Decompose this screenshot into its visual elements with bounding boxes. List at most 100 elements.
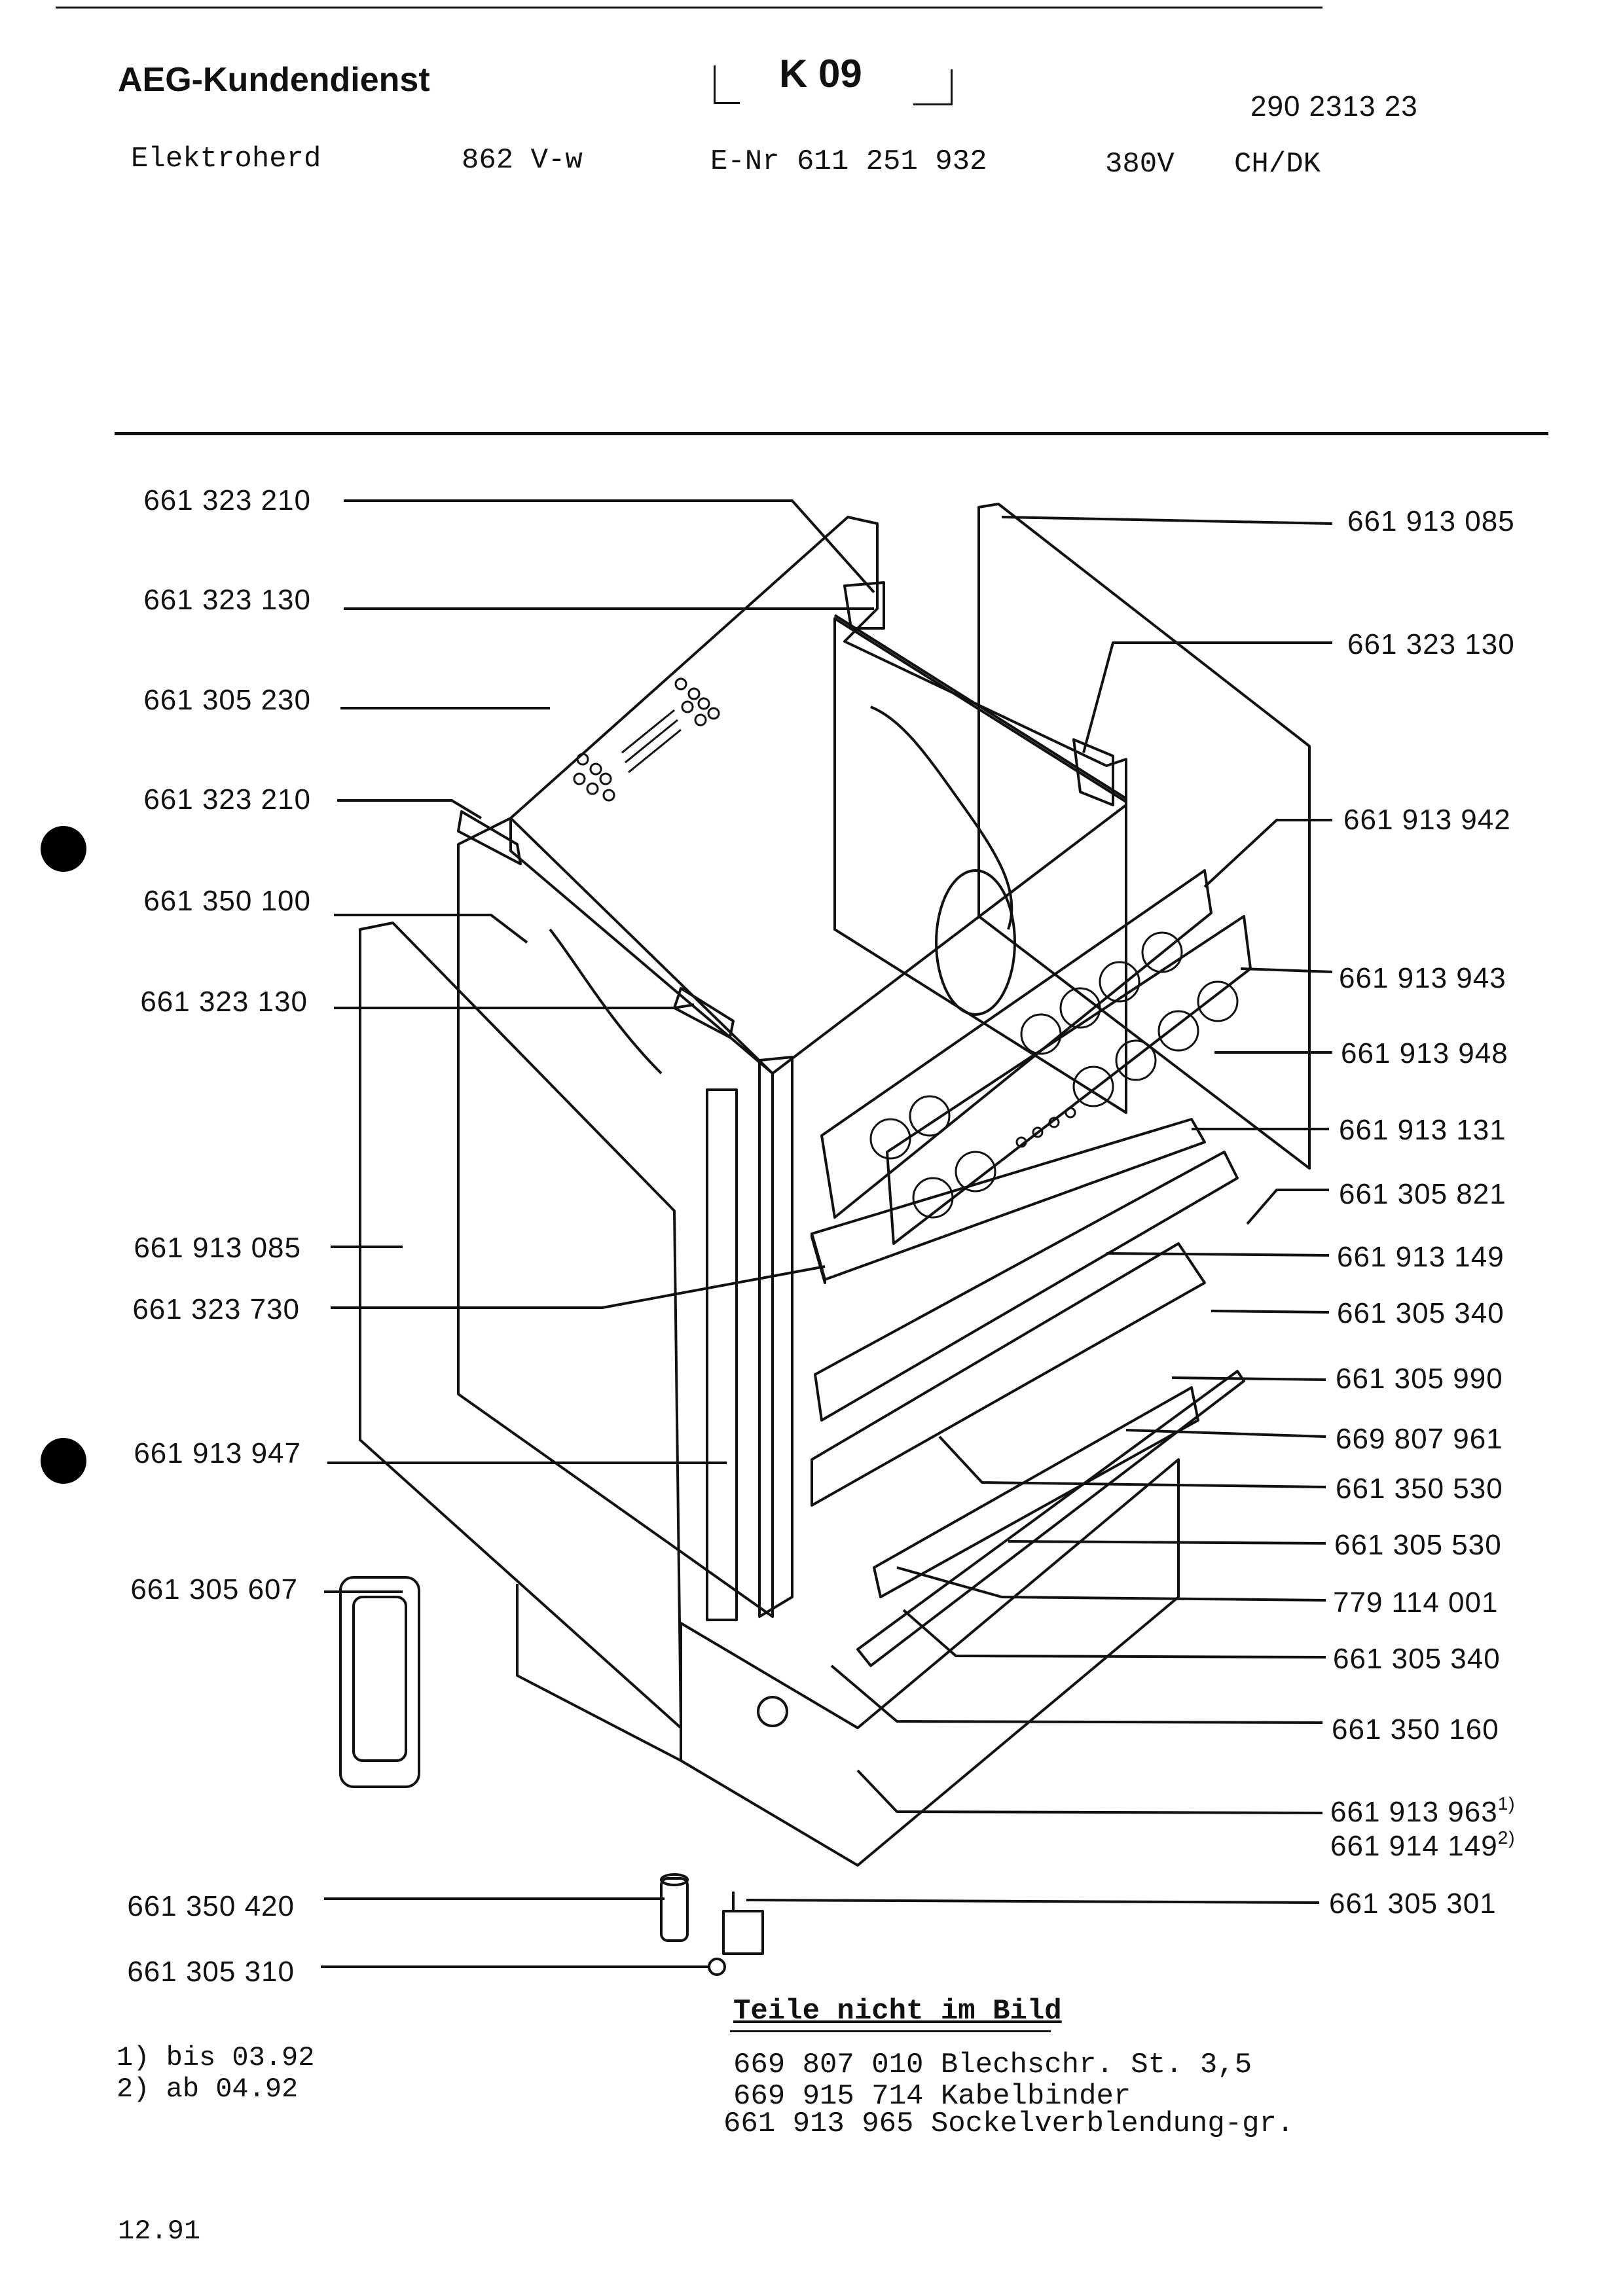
- hinge-left-1: [457, 810, 522, 865]
- left-label-2: 661 323 130: [143, 584, 311, 616]
- right-label-10: 661 305 990: [1336, 1363, 1503, 1395]
- right-label-8: 661 913 149: [1337, 1241, 1504, 1273]
- header-divider: [115, 432, 1548, 435]
- control-panel-back-knobs: [869, 931, 1183, 1160]
- left-label-3: 661 305 230: [143, 684, 311, 716]
- inner-back-wall: [833, 617, 1127, 1114]
- vent-grille-outer: [339, 1576, 420, 1788]
- footnote-1: 1) bis 03.92: [117, 2042, 315, 2073]
- left-label-8: 661 323 730: [132, 1293, 300, 1325]
- hinge-top-2: [1072, 738, 1114, 806]
- right-label-9: 661 305 340: [1337, 1297, 1504, 1329]
- left-label-9: 661 913 947: [134, 1437, 301, 1469]
- leader-left-6: [334, 1003, 695, 1009]
- right-label-1: 661 913 085: [1347, 505, 1515, 537]
- bracket-right: [951, 69, 953, 105]
- right-label-19: 661 305 301: [1329, 1888, 1497, 1920]
- leader-left-4: [337, 799, 483, 819]
- leader-right-1: [1001, 516, 1333, 525]
- leader-left-8: [331, 1265, 826, 1309]
- control-panel-front: [886, 915, 1252, 1245]
- leader-right-16: [830, 1664, 1323, 1724]
- leader-right-11: [1125, 1429, 1326, 1438]
- footnote-mark-2: 2): [1497, 1827, 1516, 1848]
- foot-sleeve: [660, 1877, 689, 1942]
- product-type: Elektroherd: [131, 143, 321, 175]
- footnote-mark-1: 1): [1497, 1793, 1516, 1814]
- leader-left-5: [334, 914, 528, 944]
- vent-grille-inner: [352, 1596, 407, 1762]
- bottom-plate: [873, 1386, 1199, 1598]
- right-label-14: 779 114 001: [1333, 1587, 1499, 1619]
- leader-right-19: [746, 1899, 1320, 1904]
- leader-right-2: [1082, 641, 1332, 753]
- top-back-panel: [509, 516, 1127, 1075]
- leader-right-4: [1240, 967, 1333, 973]
- vent-holes: [573, 677, 720, 802]
- brand-title: AEG-Kundendienst: [118, 61, 430, 99]
- side-cover-panel: [359, 922, 682, 1729]
- right-label-13: 661 305 530: [1334, 1529, 1502, 1561]
- bracket-right-base: [913, 103, 953, 105]
- left-panel-rib: [549, 928, 663, 1075]
- right-label-18-number: 661 914 149: [1330, 1830, 1498, 1862]
- punch-hole-bottom: [41, 1438, 86, 1484]
- control-panel-back: [820, 869, 1213, 1219]
- right-label-16: 661 350 160: [1332, 1713, 1499, 1746]
- left-label-11: 661 350 420: [127, 1890, 295, 1922]
- voltage: 380V: [1105, 148, 1175, 181]
- leader-right-12: [938, 1435, 1326, 1488]
- right-label-7: 661 305 821: [1339, 1178, 1506, 1210]
- right-label-17: 661 913 9631): [1330, 1793, 1516, 1829]
- inner-rail-1: [870, 706, 1013, 930]
- leader-right-3: [1203, 819, 1332, 888]
- enr-number: E-Nr 611 251 932: [710, 145, 987, 178]
- base-plinth-side: [516, 1584, 682, 1762]
- left-label-12: 661 305 310: [127, 1956, 295, 1988]
- left-label-10: 661 305 607: [130, 1573, 298, 1605]
- right-label-17-number: 661 913 963: [1330, 1796, 1498, 1828]
- model: 862 V-w: [462, 144, 583, 177]
- not-shown-item-2: 669 915 714 Kabelbinder: [733, 2080, 1131, 2113]
- leader-left-1: [344, 499, 875, 594]
- drawer-rail-upper: [814, 1151, 1239, 1422]
- front-column: [758, 1056, 793, 1618]
- doc-number: 290 2313 23: [1250, 90, 1418, 122]
- footnote-2: 2) ab 04.92: [117, 2073, 299, 2105]
- right-label-11: 669 807 961: [1336, 1423, 1503, 1455]
- right-label-6: 661 913 131: [1339, 1114, 1506, 1146]
- not-shown-underline: [730, 2030, 1051, 2032]
- foot-washer: [708, 1958, 726, 1976]
- hinge-left-2: [673, 987, 735, 1039]
- inner-fan-opening: [935, 869, 1016, 1016]
- left-label-1: 661 323 210: [143, 484, 311, 516]
- leader-right-10: [1171, 1376, 1326, 1381]
- foot-leveller: [722, 1910, 764, 1955]
- front-trim-bar-end: [811, 1232, 826, 1284]
- drawer-rail-lower: [811, 1242, 1206, 1507]
- leader-right-8: [1106, 1252, 1330, 1257]
- right-label-2: 661 323 130: [1347, 628, 1515, 660]
- base-plinth: [680, 1458, 1180, 1867]
- bracket-left-base: [714, 102, 740, 104]
- right-label-4: 661 913 943: [1339, 962, 1506, 994]
- top-panel-edge: [833, 614, 1127, 800]
- right-label-15: 661 305 340: [1333, 1643, 1501, 1675]
- hinge-top-1: [843, 581, 885, 630]
- sheet-date: 12.91: [118, 2215, 201, 2247]
- left-label-6: 661 323 130: [140, 986, 308, 1018]
- sheet-code: K 09: [779, 52, 862, 96]
- front-column-strip: [706, 1088, 738, 1621]
- back-right-panel: [977, 503, 1311, 1170]
- leader-right-7: [1246, 1189, 1329, 1225]
- right-label-5: 661 913 948: [1341, 1037, 1508, 1069]
- right-label-3: 661 913 942: [1343, 804, 1511, 836]
- leader-right-9: [1211, 1310, 1330, 1314]
- foot-sleeve-top: [660, 1873, 689, 1886]
- left-label-7: 661 913 085: [134, 1232, 301, 1264]
- control-panel-front-knobs: [912, 980, 1239, 1219]
- bracket-left: [714, 65, 716, 103]
- not-shown-item-1: 669 807 010 Blechschr. St. 3,5: [733, 2049, 1252, 2081]
